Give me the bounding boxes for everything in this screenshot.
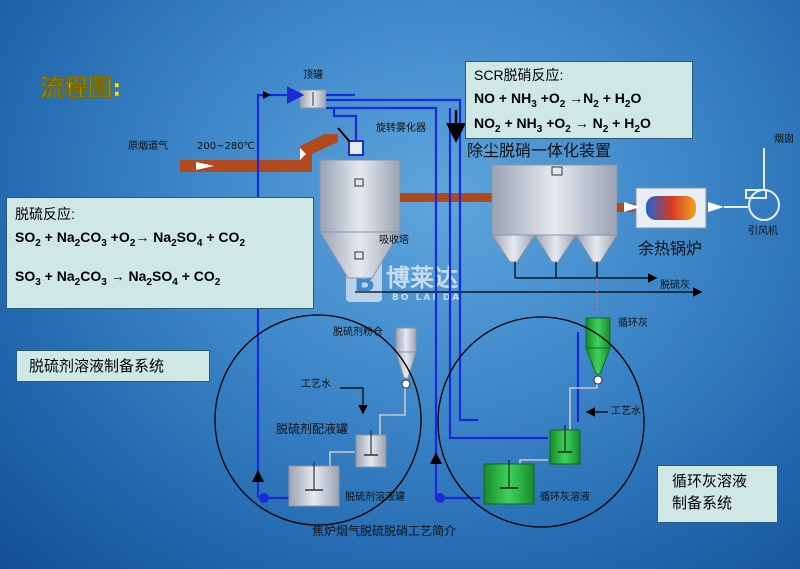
circulating-ash-solution-label: 循环灰溶液: [540, 490, 590, 503]
logo-text-cn: 博莱达: [386, 264, 458, 292]
circulating-ash-mixing-tank: [549, 425, 581, 465]
powder-bin-label: 脱硫剂粉仓: [333, 325, 383, 338]
top-tank: [299, 89, 327, 109]
rotary-atomizer: [337, 127, 364, 156]
chimney-label: 烟囱: [774, 132, 794, 145]
circulating-ash-solution-tank: [483, 460, 535, 505]
desulf-equation-2: SO3 + Na2CO3 → Na2SO4 + CO2: [15, 267, 221, 288]
desulfurization-reaction-box: 脱硫反应: SO2 + Na2CO3 +O2→ Na2SO4 + CO2 SO3…: [6, 197, 314, 309]
scr-equation-1: NO + NH3 +O2 →N2 + H2O: [474, 90, 642, 110]
absorber-tower: [319, 159, 401, 279]
desulf-header: 脱硫反应:: [15, 206, 75, 222]
left-pump-icon: [259, 493, 269, 503]
right-system-boundary: [437, 316, 645, 528]
absorber-label: 吸收塔: [379, 233, 409, 246]
blue-process-pipes: [256, 86, 580, 500]
scr-header: SCR脱硝反应:: [474, 67, 564, 83]
scr-equation-2: NO2 + NH3 +O2 → N2 + H2O: [474, 114, 651, 135]
page-title: 流程图:: [40, 74, 122, 102]
left-system-boundary: [214, 314, 422, 526]
dedusting-denitration-device: 除尘脱硝一体化装置: [467, 141, 618, 263]
solution-tank-label: 脱硫剂溶液罐: [345, 490, 405, 503]
induced-fan-label: 引风机: [748, 224, 778, 237]
desulfurization-ash-label: 脱硫灰: [660, 278, 690, 291]
dedusting-device-label: 除尘脱硝一体化装置: [467, 141, 611, 160]
raw-flue-gas-label: 原烟道气: [128, 139, 168, 152]
rotary-atomizer-label: 旋转雾化器: [376, 121, 426, 134]
process-water-arrows: [340, 387, 608, 417]
process-water-right-label: 工艺水: [611, 405, 641, 417]
circulating-ash-label: 循环灰: [618, 316, 648, 329]
ash-outlet-lines: [355, 262, 703, 312]
induced-fan: [724, 148, 780, 221]
waste-heat-boiler-label: 余热锅炉: [638, 239, 702, 258]
desulf-equation-1: SO2 + Na2CO3 +O2→ Na2SO4 + CO2: [15, 229, 245, 249]
absorber-outlet-pipe: [400, 193, 495, 202]
scr-reaction-box: SCR脱硝反应: NO + NH3 +O2 →N2 + H2O NO2 + NH…: [465, 61, 693, 139]
mixing-tank-label: 脱硫剂配液罐: [276, 421, 348, 436]
circulating-ash-system-label: 循环灰溶液 制备系统: [657, 465, 778, 523]
flue-gas-inlet-pipe: [180, 134, 338, 172]
desulfurizer-system-label: 脱硫剂溶液制备系统: [16, 350, 210, 382]
waste-heat-boiler: 余热锅炉: [624, 187, 724, 258]
logo-text-en: BO LAI DA: [392, 293, 461, 303]
diagram-caption: 焦炉烟气脱硫脱硝工艺简介: [312, 523, 456, 538]
top-tank-label: 顶罐: [303, 68, 323, 81]
flow-arrows: [252, 91, 442, 482]
mixing-tank: [355, 430, 387, 468]
solution-tank: [288, 462, 340, 507]
circulating-ash-bin: [585, 317, 611, 385]
right-pump-icon: [435, 493, 445, 503]
temperature-label: 200~280℃: [197, 141, 255, 152]
process-water-left-label: 工艺水: [301, 378, 331, 390]
